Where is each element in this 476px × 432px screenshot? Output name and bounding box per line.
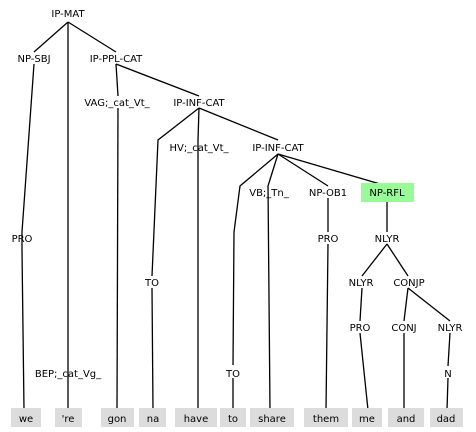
node-bep: BEP;_cat_Vg_ [35, 369, 102, 380]
node-vag: VAG;_cat_Vt_ [84, 98, 150, 109]
leaf-box-re [55, 408, 82, 427]
tree-leaves: we 're gon na have to share them me and … [11, 408, 463, 427]
node-ip-ppl-cat: IP-PPL-CAT [90, 54, 143, 65]
leaf-box-to [220, 408, 246, 427]
leaf-have: have [184, 414, 209, 425]
leaf-box-have [175, 408, 217, 427]
leaf-box-dad [430, 408, 463, 427]
leaf-box-share [250, 408, 294, 427]
leaf-share: share [258, 414, 286, 425]
node-pro-them: PRO [318, 234, 339, 245]
node-vb: VB;_Tn_ [249, 188, 290, 199]
node-ip-inf-cat-2: IP-INF-CAT [252, 143, 304, 154]
leaf-me: me [359, 414, 375, 425]
node-nlyr-2: NLYR [349, 278, 374, 289]
node-conjp: CONJP [393, 278, 424, 289]
leaf-gon: gon [108, 414, 127, 425]
node-np-rfl: NP-RFL [369, 188, 405, 199]
node-to-1: TO [144, 278, 159, 289]
leaf-box-na [139, 408, 166, 427]
leaf-box-and [388, 408, 424, 427]
node-nlyr-3: NLYR [438, 323, 463, 334]
leaf-box-them [304, 408, 348, 427]
leaf-na: na [147, 414, 159, 425]
leaf-to: to [228, 414, 238, 425]
np-rfl-highlight [361, 183, 414, 202]
node-nlyr-1: NLYR [375, 234, 400, 245]
node-to-2: TO [225, 369, 240, 380]
tree-nodes: IP-MAT NP-SBJ IP-PPL-CAT PRO BEP;_cat_Vg… [12, 9, 463, 380]
leaf-box-we [11, 408, 41, 427]
leaf-we: we [19, 414, 33, 425]
node-pro-me: PRO [350, 323, 371, 334]
leaf-them: them [313, 414, 339, 425]
leaf-dad: dad [437, 414, 456, 425]
node-np-ob1: NP-OB1 [309, 188, 347, 199]
leaf-box-gon [101, 408, 134, 427]
node-np-sbj: NP-SBJ [17, 54, 50, 65]
leaf-re: 're [62, 414, 75, 425]
node-n: N [444, 369, 451, 380]
node-conj: CONJ [391, 323, 416, 334]
tree-edges [21, 21, 451, 411]
node-hv: HV;_cat_Vt_ [169, 143, 229, 154]
node-pro-we: PRO [12, 234, 33, 245]
node-ip-mat: IP-MAT [51, 9, 85, 20]
node-ip-inf-cat-1: IP-INF-CAT [173, 98, 225, 109]
leaf-box-me [352, 408, 382, 427]
leaf-and: and [397, 414, 416, 425]
